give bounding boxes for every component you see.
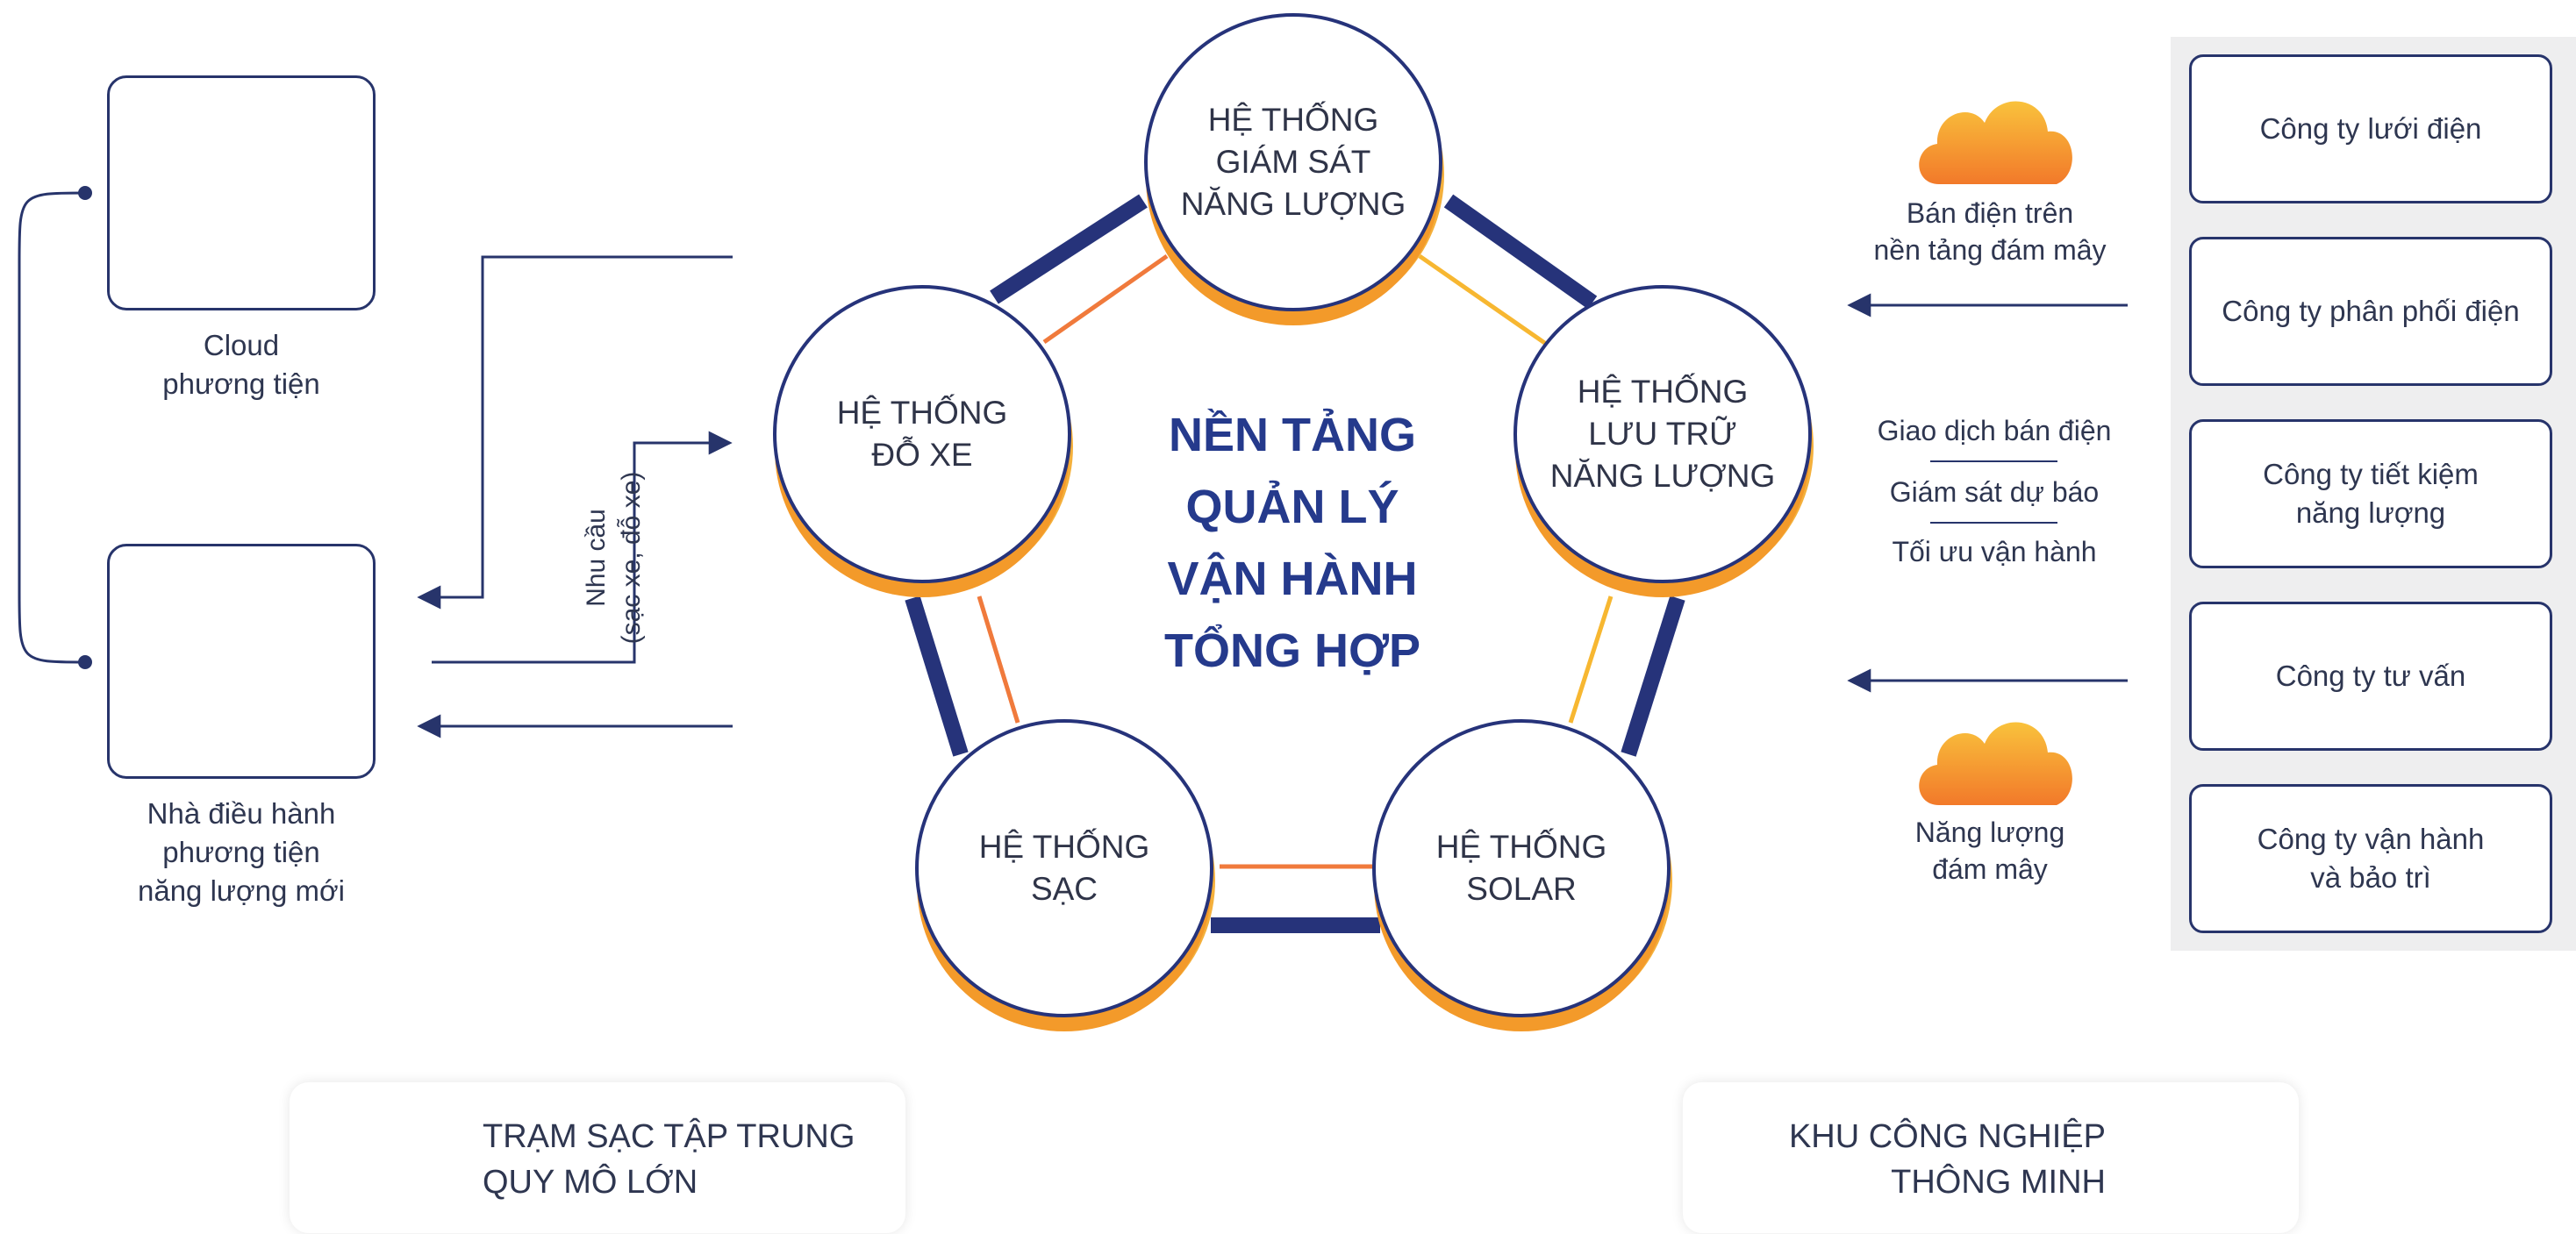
service-forecast: Giám sát dự báo — [1889, 476, 2100, 508]
operator-box — [107, 544, 376, 779]
circle-storage: HỆ THỐNG LƯU TRỮ NĂNG LƯỢNG — [1513, 285, 1812, 583]
operator-caption: Nhà điều hành phương tiện năng lượng mới — [138, 797, 345, 907]
arrow-demand-to-platform — [432, 431, 733, 664]
service-optimize: Tối ưu vận hành — [1892, 536, 2097, 567]
cloud-bottom-caption: Năng lượng đám mây — [1914, 817, 2065, 885]
cloud-operator-link — [18, 191, 86, 664]
industrial-card — [1683, 1082, 2299, 1233]
station-label: TRẠM SẠC TẬP TRUNG QUY MÔ LỚN — [483, 1118, 855, 1201]
circle-parking: HỆ THỐNG ĐỖ XE — [773, 285, 1071, 583]
company-distribution: Công ty phân phối điện — [2189, 237, 2552, 386]
demand-label: Nhu cầu (sạc xe, đỗ xe) — [582, 471, 646, 645]
service-trading: Giao dịch bán điện — [1877, 415, 2112, 446]
platform-title: NỀN TẢNG QUẢN LÝ VẬN HÀNH TỔNG HỢP — [1163, 409, 1421, 677]
circle-monitoring: HỆ THỐNG GIÁM SÁT NĂNG LƯỢNG — [1144, 13, 1442, 311]
company-consulting: Công ty tư vấn — [2189, 602, 2552, 751]
company-grid: Công ty lưới điện — [2189, 54, 2552, 203]
cloud-bottom-icon — [1919, 722, 2072, 805]
station-card — [290, 1082, 905, 1233]
pentagon-outer-edges — [905, 194, 1685, 933]
link-dot-bottom — [78, 655, 92, 669]
circle-charging: HỆ THỐNG SẠC — [915, 719, 1213, 1017]
circle-solar: HỆ THỐNG SOLAR — [1372, 719, 1671, 1017]
pentagon-inner-edges — [977, 253, 1614, 869]
industrial-label: KHU CÔNG NGHIỆP THÔNG MINH — [1788, 1118, 2106, 1201]
cloud-top-icon — [1919, 101, 2072, 184]
company-operation-maintenance: Công ty vận hành và bảo trì — [2189, 784, 2552, 933]
cloud-vehicle-caption: Cloud phương tiện — [162, 329, 320, 400]
company-energy-saving: Công ty tiết kiệm năng lượng — [2189, 419, 2552, 568]
cloud-top-caption: Bán điện trên nền tảng đám mây — [1873, 197, 2107, 266]
cloud-vehicle-box — [107, 75, 376, 310]
arrow-platform-to-operator — [417, 255, 733, 610]
link-dot-top — [78, 186, 92, 200]
